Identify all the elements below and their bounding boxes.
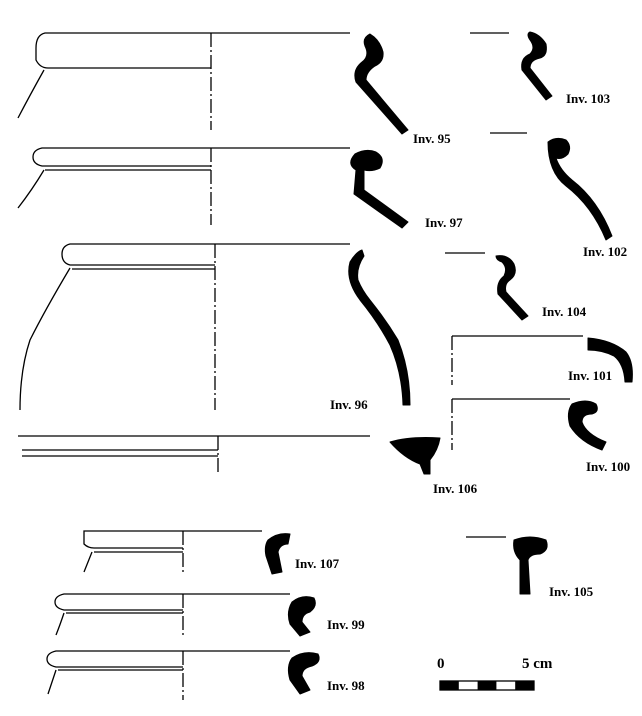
- vessel-inv97: [17, 147, 409, 229]
- label-inv101: Inv. 101: [568, 368, 613, 383]
- label-inv99: Inv. 99: [327, 617, 365, 632]
- scale-bar: [439, 680, 535, 691]
- label-inv100: Inv. 100: [586, 459, 631, 474]
- label-inv103: Inv. 103: [566, 91, 611, 106]
- vessel-inv105: [466, 536, 548, 595]
- scale-end-label: 5 cm: [522, 656, 553, 672]
- label-inv102: Inv. 102: [583, 244, 628, 259]
- vessel-inv99: [54, 593, 316, 638]
- vessel-inv106: [18, 435, 441, 475]
- vessel-inv96: [19, 243, 411, 411]
- vessel-inv102: [490, 132, 613, 241]
- vessel-inv107: [83, 530, 291, 575]
- vessel-inv98: [46, 650, 320, 700]
- label-inv107: Inv. 107: [295, 556, 340, 571]
- label-inv97: Inv. 97: [425, 215, 463, 230]
- vessel-inv101: [451, 335, 633, 385]
- vessel-inv95: [17, 32, 409, 135]
- vessel-inv104: [445, 252, 529, 321]
- label-inv106: Inv. 106: [433, 481, 478, 496]
- vessel-inv100: [451, 398, 607, 451]
- label-inv104: Inv. 104: [542, 304, 587, 319]
- scale-start-label: 0: [437, 656, 445, 672]
- label-inv96: Inv. 96: [330, 397, 368, 412]
- vessel-inv103: [470, 31, 553, 101]
- label-inv95: Inv. 95: [413, 131, 451, 146]
- label-inv105: Inv. 105: [549, 584, 594, 599]
- label-inv98: Inv. 98: [327, 678, 365, 693]
